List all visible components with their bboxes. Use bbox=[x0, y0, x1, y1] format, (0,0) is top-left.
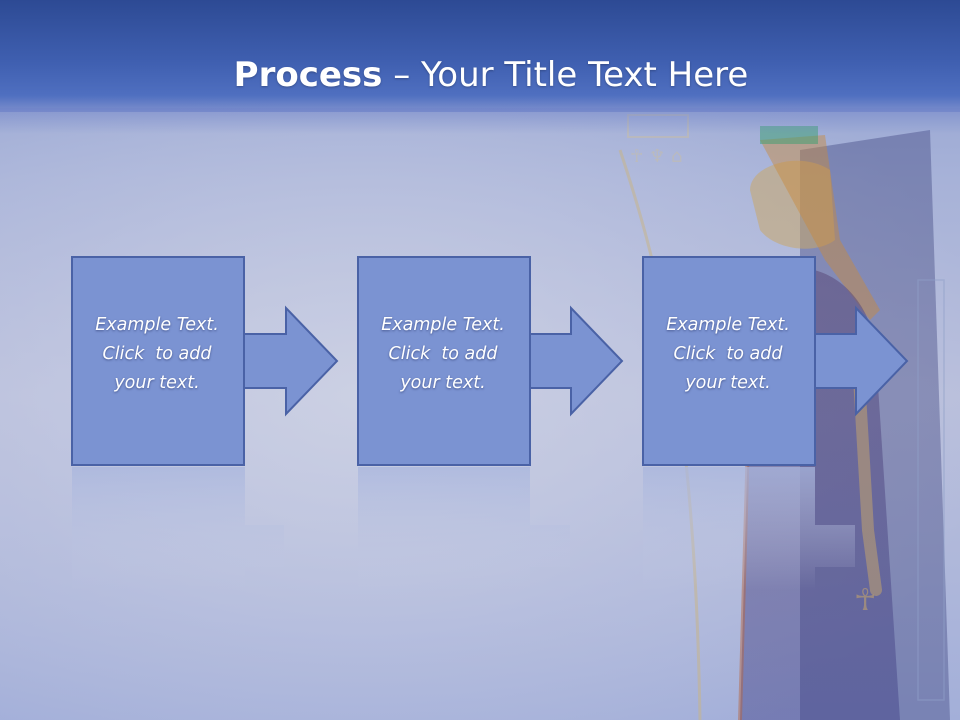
arrow-right-icon bbox=[813, 305, 909, 417]
process-step-2-text[interactable]: Example Text. Click to add your text. bbox=[356, 311, 530, 398]
process-step-3[interactable] bbox=[642, 256, 909, 590]
step-text-line: Example Text. bbox=[95, 315, 219, 335]
title-text-part: Your Title Text Here bbox=[421, 55, 749, 95]
slide-title[interactable]: Process – Your Title Text Here bbox=[0, 52, 960, 98]
step-text-line: Click to add bbox=[102, 344, 212, 364]
step-text-line: Example Text. bbox=[381, 315, 505, 335]
svg-text:☥: ☥ bbox=[854, 583, 876, 618]
step-text-line: your text. bbox=[685, 373, 771, 393]
title-bar-fade bbox=[0, 108, 960, 134]
arrow-right-icon bbox=[243, 305, 339, 417]
step-text-line: your text. bbox=[400, 373, 486, 393]
title-bold-part: Process bbox=[233, 55, 383, 95]
step-text-line: Click to add bbox=[673, 344, 783, 364]
title-bar bbox=[0, 0, 960, 112]
step-text-line: Example Text. bbox=[666, 315, 790, 335]
arrow-right-icon bbox=[528, 305, 624, 417]
svg-text:☥ ♆ ⌂: ☥ ♆ ⌂ bbox=[630, 146, 682, 167]
step-text-line: Click to add bbox=[388, 344, 498, 364]
process-step-1-text[interactable]: Example Text. Click to add your text. bbox=[70, 311, 244, 398]
process-step-2[interactable] bbox=[357, 256, 624, 590]
process-step-1[interactable] bbox=[71, 256, 339, 590]
step-text-line: your text. bbox=[114, 373, 200, 393]
title-separator: – bbox=[382, 55, 422, 95]
process-step-3-text[interactable]: Example Text. Click to add your text. bbox=[641, 311, 815, 398]
